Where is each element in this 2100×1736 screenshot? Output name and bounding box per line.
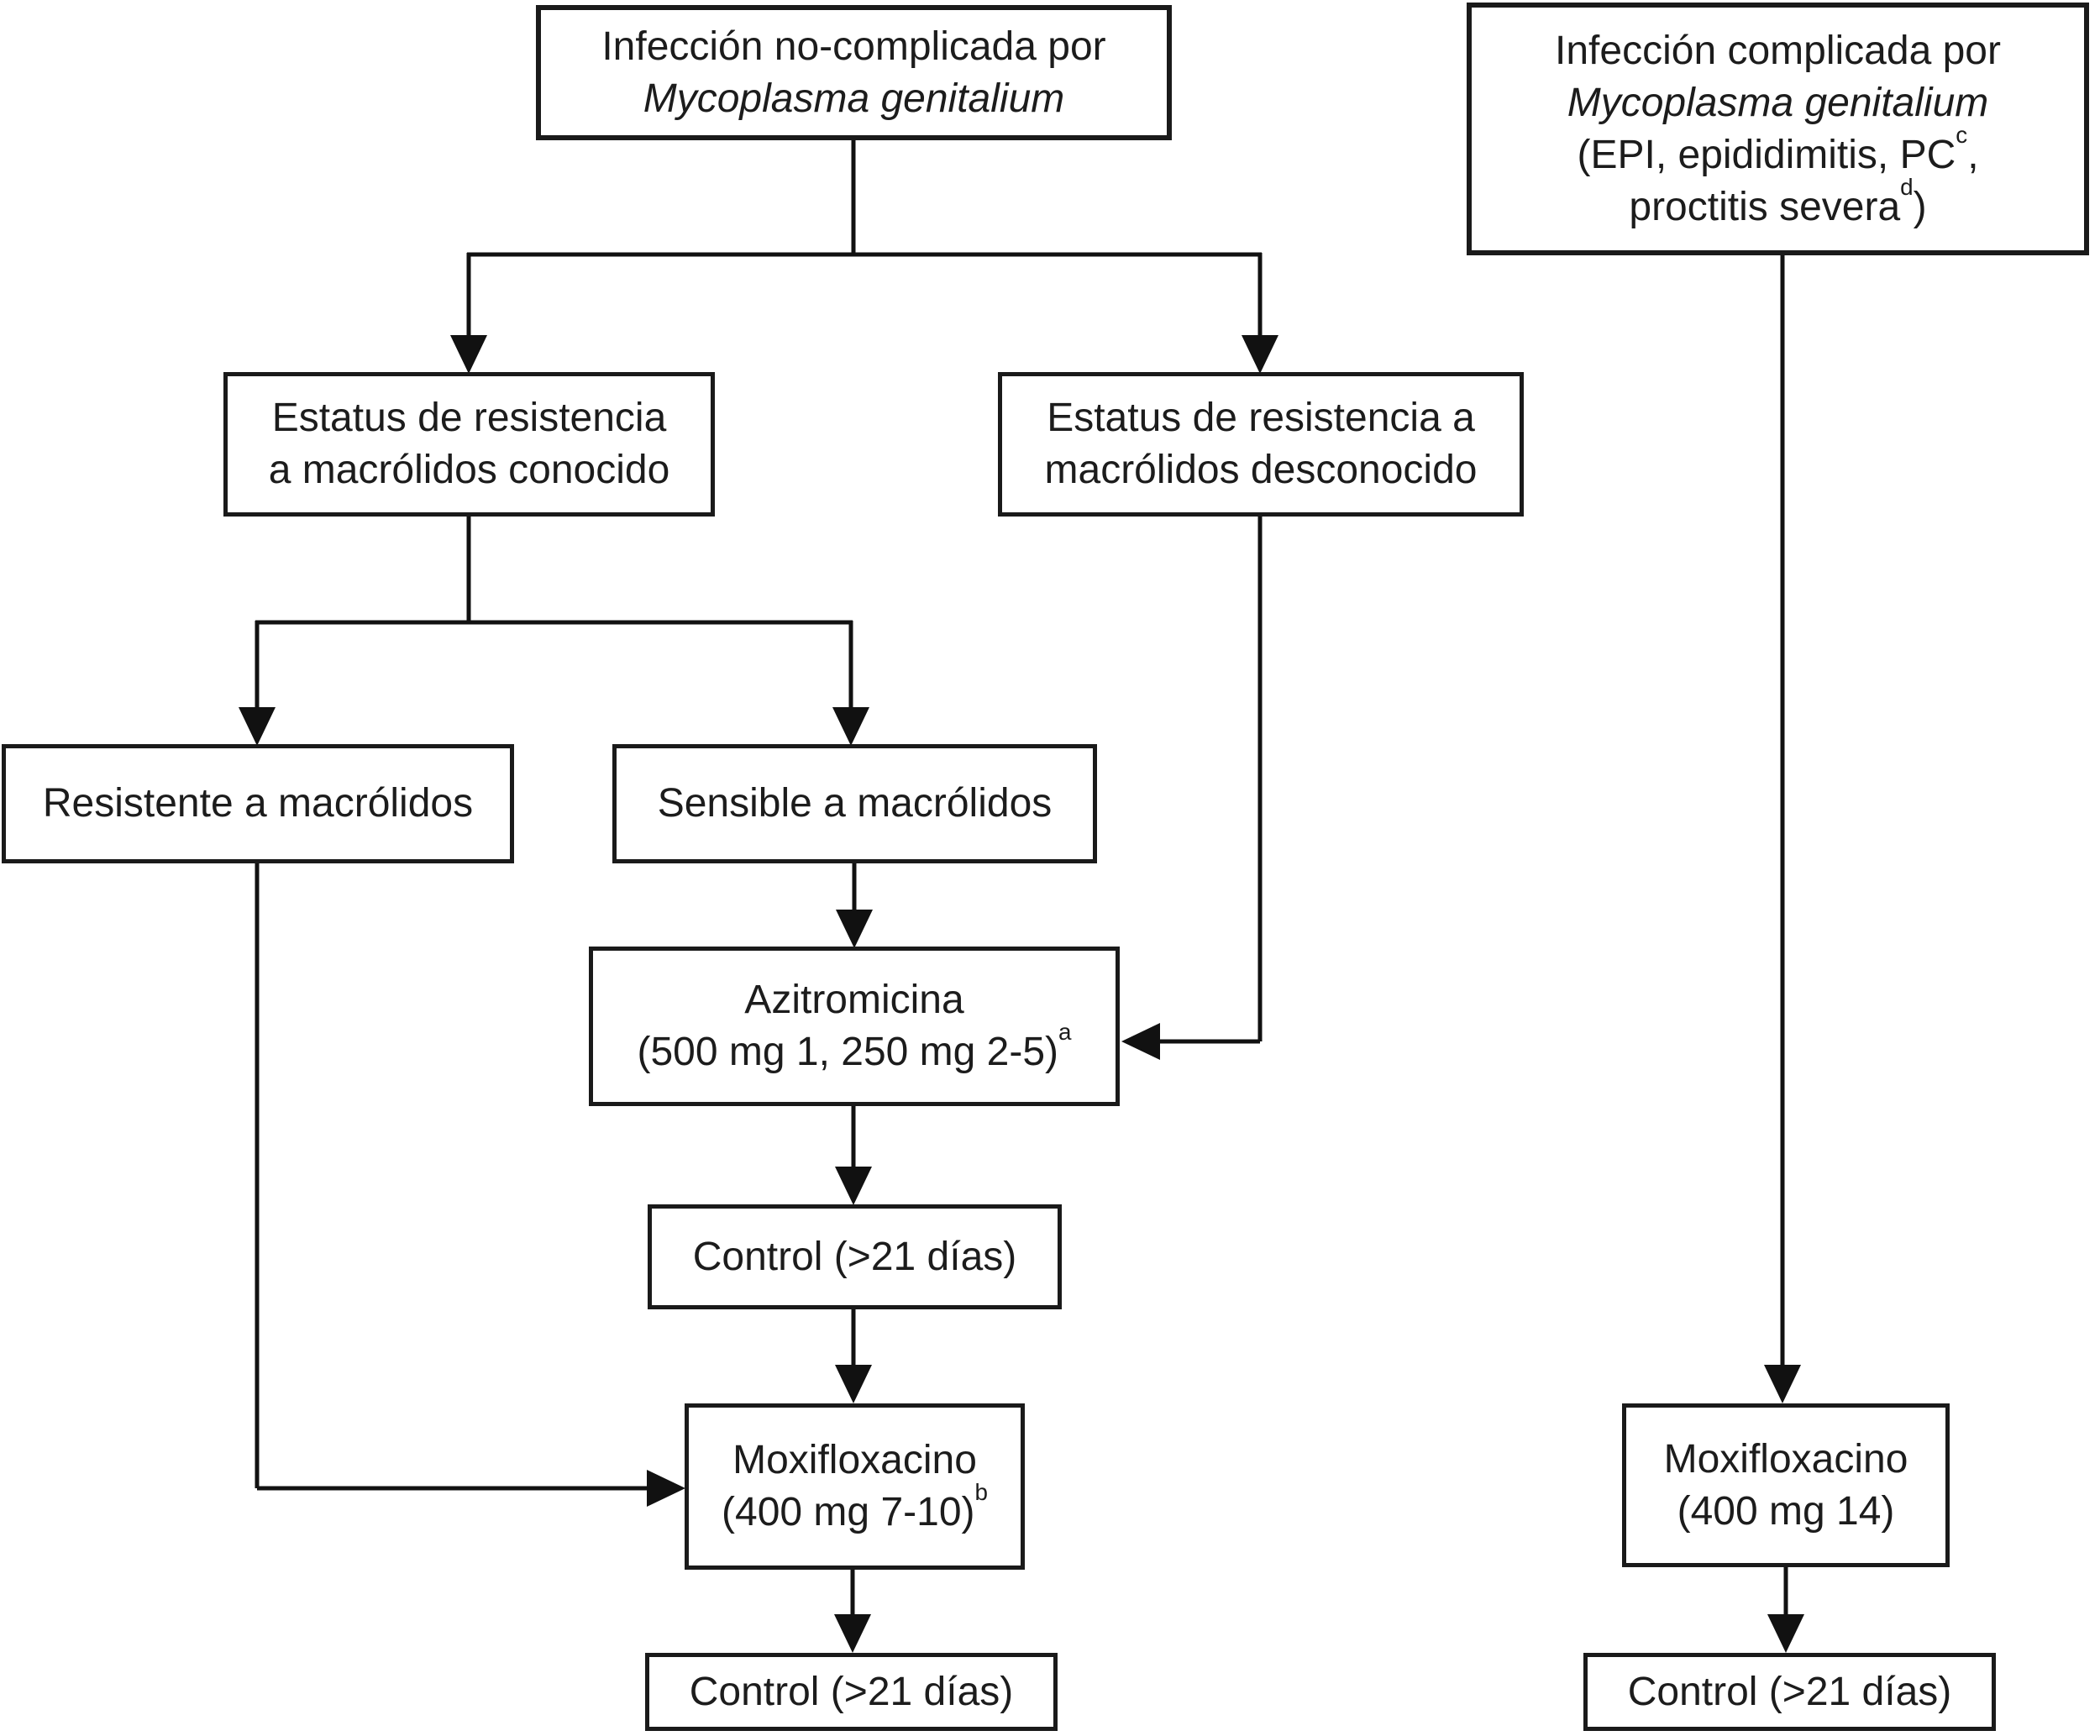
- status-known-line1: Estatus de resistencia: [271, 396, 667, 440]
- control-1-label: Control (>21 días): [692, 1234, 1017, 1279]
- node-moxifloxacin-complicated: Moxifloxacino (400 mg 14): [1622, 1403, 1950, 1567]
- azithromycin-drug: Azitromicina: [744, 978, 964, 1022]
- moxifloxacin-complicated-dose: (400 mg 14): [1677, 1488, 1895, 1534]
- connector-control1-to-moxifloxacin: [835, 1308, 872, 1403]
- connector-known-to-resistance-split: [239, 515, 869, 746]
- connector-resistant-to-moxifloxacin: [255, 862, 685, 1507]
- moxifloxacin-uncomplicated-dose: (400 mg 7-10): [722, 1490, 975, 1534]
- uncomplicated-infection-species: Mycoplasma genitalium: [643, 76, 1065, 121]
- connector-uncomplicated-to-status-split: [450, 139, 1278, 374]
- node-moxifloxacin-uncomplicated: Moxifloxacino (400 mg 7-10)b: [685, 1403, 1025, 1570]
- control-3-label: Control (>21 días): [1627, 1669, 1952, 1714]
- node-macrolide-resistant: Resistente a macrólidos: [2, 744, 514, 863]
- connector-moxifloxacin-to-control2: [834, 1568, 871, 1653]
- moxifloxacin-uncomplicated-dose-line: (400 mg 7-10)b: [722, 1481, 988, 1539]
- status-known-line2: a macrólidos conocido: [268, 448, 670, 492]
- connector-complicated-to-moxifloxacin14: [1764, 254, 1801, 1403]
- footnote-a: a: [1058, 1019, 1072, 1046]
- uncomplicated-infection-title: Infección no-complicada por: [601, 24, 1106, 69]
- footnote-d: d: [1900, 173, 1914, 200]
- connector-azithromycin-to-control1: [835, 1104, 872, 1205]
- footnote-b: b: [974, 1479, 988, 1506]
- complicated-infection-title: Infección complicada por: [1555, 28, 2001, 73]
- azithromycin-dose: (500 mg 1, 250 mg 2-5): [637, 1030, 1059, 1074]
- node-status-known: Estatus de resistencia a macrólidos cono…: [223, 372, 715, 517]
- node-control-2: Control (>21 días): [645, 1653, 1058, 1731]
- complicated-infection-detail1-text: (EPI, epididimitis, PC: [1577, 132, 1956, 177]
- node-macrolide-sensitive: Sensible a macrólidos: [612, 744, 1097, 863]
- moxifloxacin-uncomplicated-drug: Moxifloxacino: [732, 1438, 977, 1482]
- connector-unknown-to-azithromycin: [1121, 515, 1263, 1060]
- connector-moxifloxacin14-to-control3: [1767, 1566, 1804, 1653]
- connector-sensitive-to-azithromycin: [836, 862, 873, 948]
- azithromycin-dose-line: (500 mg 1, 250 mg 2-5)a: [637, 1020, 1071, 1078]
- complicated-infection-detail-line1: (EPI, epididimitis, PCc,: [1577, 123, 1979, 181]
- macrolide-sensitive-label: Sensible a macrólidos: [657, 781, 1053, 826]
- complicated-infection-detail-line2: proctitis severad): [1629, 176, 1927, 233]
- control-2-label: Control (>21 días): [689, 1669, 1014, 1714]
- status-unknown-line1: Estatus de resistencia a: [1047, 396, 1475, 440]
- node-uncomplicated-infection: Infección no-complicada por Mycoplasma g…: [536, 5, 1172, 140]
- node-control-1: Control (>21 días): [648, 1204, 1062, 1309]
- node-control-3: Control (>21 días): [1583, 1653, 1996, 1731]
- node-status-unknown: Estatus de resistencia a macrólidos desc…: [998, 372, 1524, 517]
- status-unknown-line2: macrólidos desconocido: [1044, 448, 1478, 492]
- node-azithromycin: Azitromicina (500 mg 1, 250 mg 2-5)a: [589, 947, 1120, 1106]
- macrolide-resistant-label: Resistente a macrólidos: [42, 781, 474, 826]
- node-complicated-infection: Infección complicada por Mycoplasma geni…: [1467, 3, 2089, 255]
- complicated-infection-species: Mycoplasma genitalium: [1567, 80, 1989, 125]
- footnote-c: c: [1956, 121, 1968, 148]
- moxifloxacin-complicated-drug: Moxifloxacino: [1663, 1436, 1908, 1482]
- complicated-infection-detail1-tail: ,: [1967, 132, 1979, 177]
- complicated-infection-detail2-tail: ): [1913, 184, 1927, 229]
- complicated-infection-detail2-text: proctitis severa: [1629, 184, 1901, 229]
